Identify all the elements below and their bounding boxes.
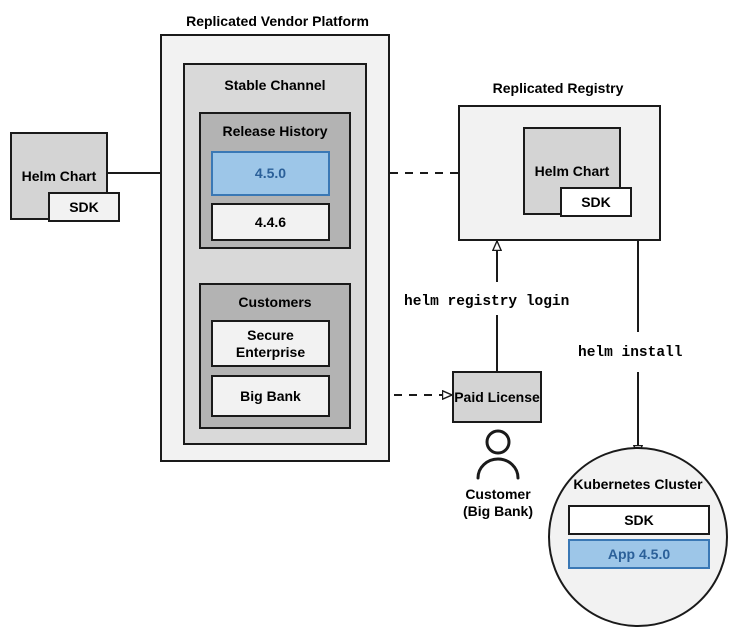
release-history-label: Release History [222, 123, 328, 139]
customer-item-big-bank[interactable]: Big Bank [211, 375, 330, 417]
customer-item-secure-enterprise[interactable]: Secure Enterprise [211, 320, 330, 367]
customer-item-big-bank-label: Big Bank [240, 387, 301, 404]
command-helm-install: helm install [578, 345, 683, 361]
helm-chart-source-sdk-label: SDK [69, 198, 99, 215]
cluster-component-app: App 4.5.0 [568, 539, 710, 569]
customer-caption-line1: Customer [465, 486, 531, 502]
paid-license-label-line1: Paid License [454, 388, 540, 405]
kubernetes-cluster-circle [548, 447, 728, 627]
registry-title: Replicated Registry [492, 80, 624, 96]
cluster-component-app-label: App 4.5.0 [607, 545, 671, 562]
customer-caption-line2: (Big Bank) [463, 503, 533, 519]
stable-channel-label: Stable Channel [224, 77, 326, 93]
command-registry-login: helm registry login [404, 294, 570, 310]
registry-sdk-label: SDK [581, 193, 611, 210]
cluster-component-sdk-label: SDK [624, 511, 654, 528]
person-icon [476, 429, 520, 480]
registry-sdk: SDK [560, 187, 632, 217]
vendor-platform-title: Replicated Vendor Platform [186, 13, 369, 29]
kubernetes-cluster-label: Kubernetes Cluster [573, 476, 703, 492]
helm-chart-source-sdk: SDK [48, 192, 120, 222]
release-item-446-label: 4.4.6 [254, 213, 287, 230]
cluster-component-sdk: SDK [568, 505, 710, 535]
release-item-450[interactable]: 4.5.0 [211, 151, 330, 196]
release-item-446[interactable]: 4.4.6 [211, 203, 330, 241]
registry-helm-chart-label: Helm Chart [534, 162, 610, 179]
customer-item-secure-enterprise-label: Secure Enterprise [235, 327, 306, 360]
helm-chart-source-label: Helm Chart [21, 167, 97, 184]
registry-helm-chart: Helm Chart [523, 127, 621, 215]
paid-license-box: Paid License [452, 371, 542, 423]
release-item-450-label: 4.5.0 [254, 165, 287, 182]
customers-label: Customers [238, 294, 312, 310]
